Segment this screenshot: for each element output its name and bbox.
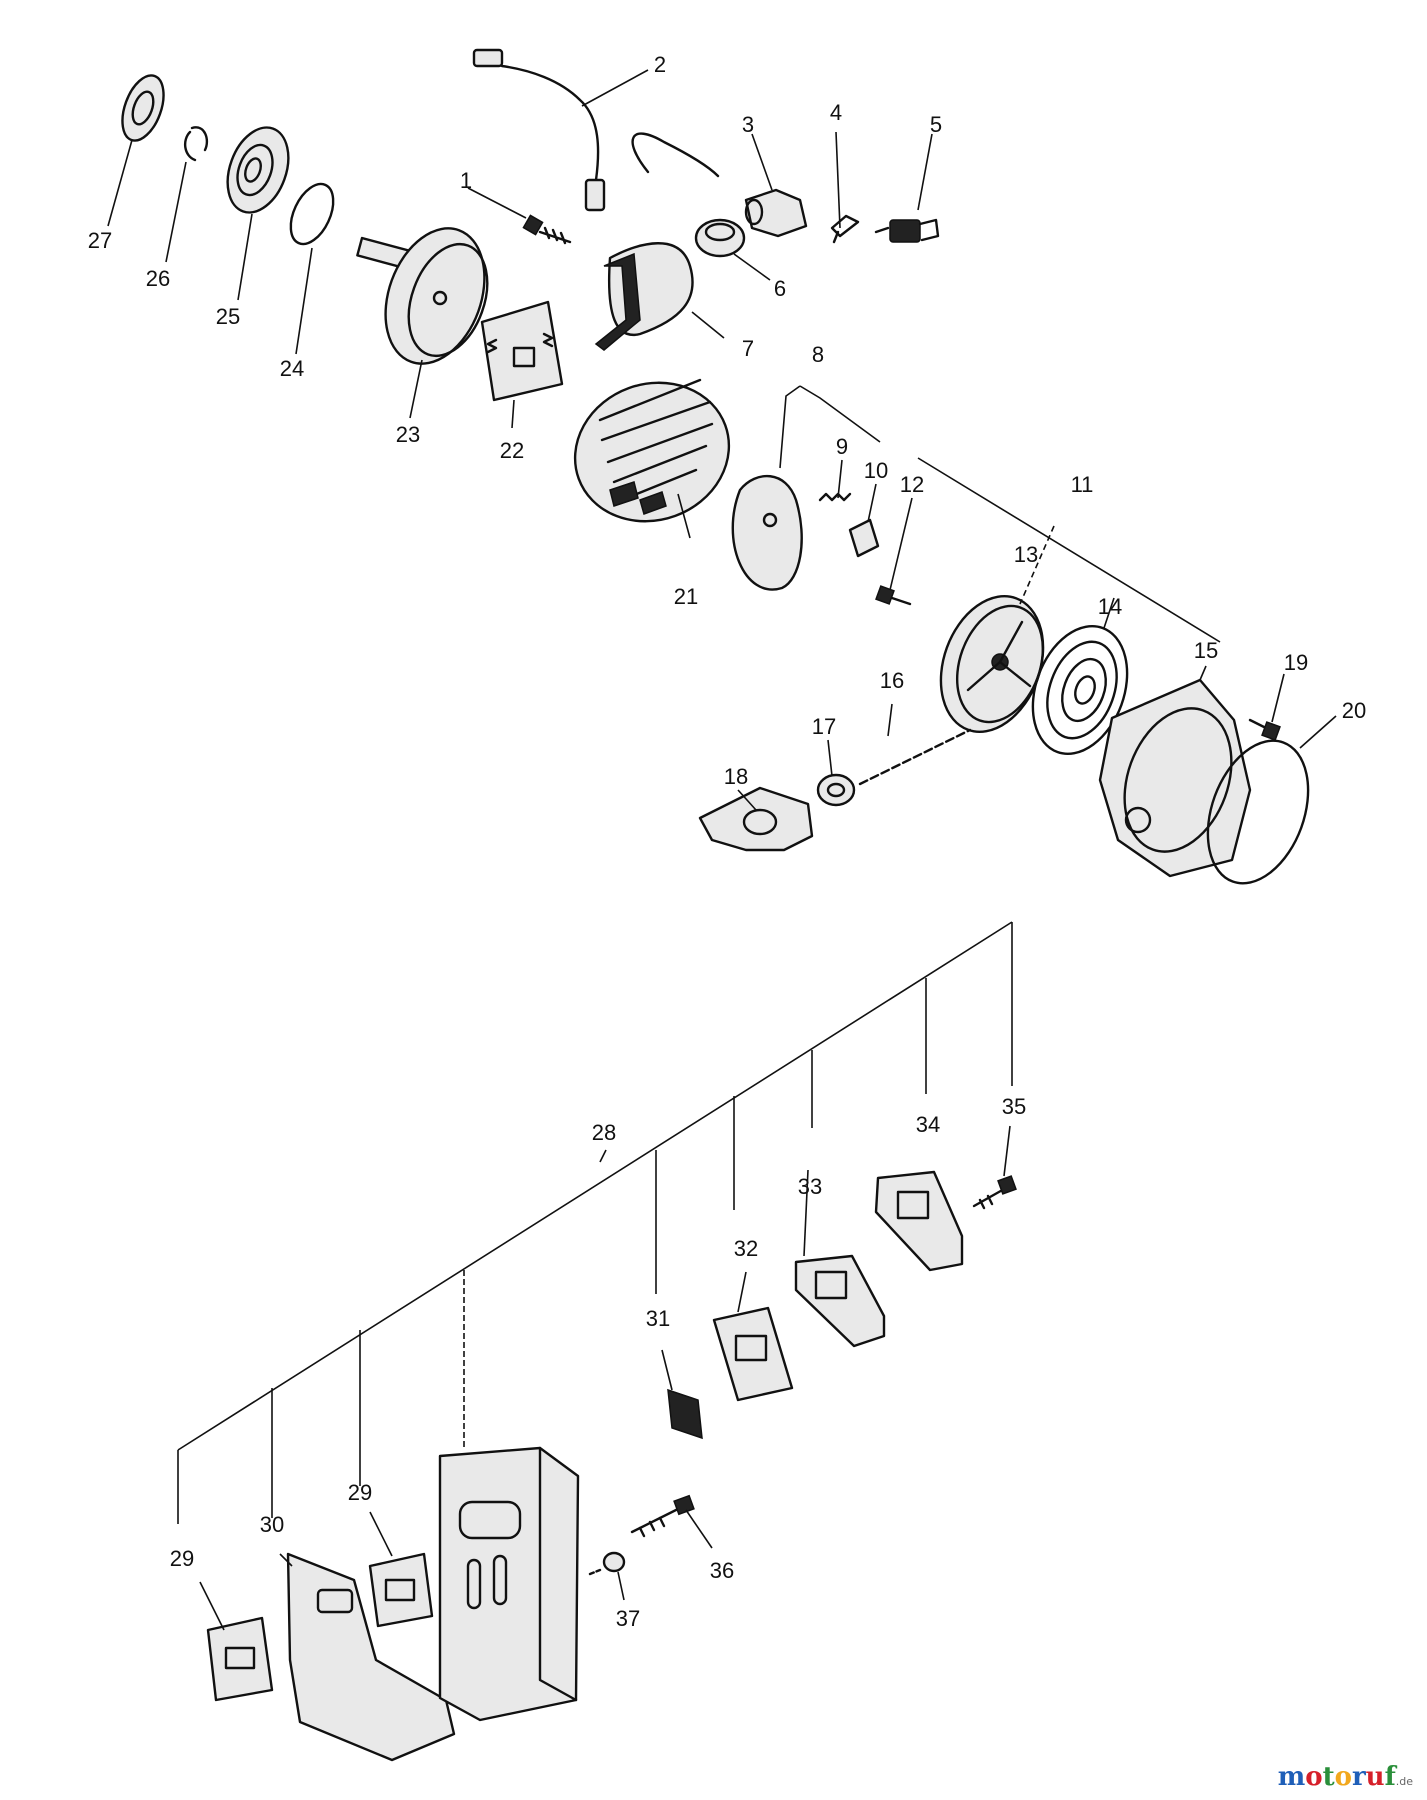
watermark-letter: o xyxy=(1334,1762,1352,1792)
motoruf-watermark-logo: motoruf.de xyxy=(1278,1762,1413,1792)
part-22-clutch-shoe xyxy=(480,300,564,402)
part-2-ignition-wire xyxy=(472,48,606,212)
part-15-starter-case xyxy=(1098,678,1252,878)
part-26-circlip xyxy=(183,126,209,162)
callout-24: 24 xyxy=(280,356,304,381)
callout-labels: 1 2 3 4 5 6 7 8 9 10 11 12 13 14 15 16 1… xyxy=(88,52,1366,1631)
callout-36: 36 xyxy=(710,1558,734,1583)
callout-22: 22 xyxy=(500,438,524,463)
part-8-pawl-carrier xyxy=(731,475,803,591)
callout-6: 6 xyxy=(774,276,786,301)
callout-21: 21 xyxy=(674,584,698,609)
part-3-plug-cap xyxy=(744,188,808,238)
watermark-letter: r xyxy=(1351,1762,1366,1792)
leader-lines xyxy=(107,69,1337,1631)
watermark-letter: t xyxy=(1322,1762,1335,1792)
callout-10: 10 xyxy=(864,458,888,483)
callout-17: 17 xyxy=(812,714,836,739)
callout-9: 9 xyxy=(836,434,848,459)
part-20-seal-ring xyxy=(1206,739,1310,885)
part-34-cover-plate xyxy=(874,1170,964,1272)
callout-33: 33 xyxy=(798,1174,822,1199)
callout-34: 34 xyxy=(916,1112,940,1137)
callout-19: 19 xyxy=(1284,650,1308,675)
callout-29-left: 29 xyxy=(170,1546,194,1571)
part-4-terminal xyxy=(830,214,860,244)
part-16-starter-rope xyxy=(858,728,972,786)
watermark-letter: m xyxy=(1277,1762,1306,1792)
callout-28: 28 xyxy=(592,1120,616,1145)
part-36-bolt xyxy=(630,1494,695,1538)
callout-13: 13 xyxy=(1014,542,1038,567)
callout-30: 30 xyxy=(260,1512,284,1537)
part-37-washer xyxy=(588,1551,626,1576)
callout-12: 12 xyxy=(900,472,924,497)
callout-16: 16 xyxy=(880,668,904,693)
callout-26: 26 xyxy=(146,266,170,291)
part-33-gasket-plate xyxy=(794,1254,886,1348)
watermark-letter: o xyxy=(1305,1762,1323,1792)
part-19-bolt xyxy=(1248,718,1281,741)
part-30-heat-shield xyxy=(286,1552,456,1762)
part-18-starter-handle xyxy=(698,786,814,852)
callout-1: 1 xyxy=(460,168,472,193)
part-17-bushing xyxy=(816,773,856,807)
part-13-starter-pulley xyxy=(939,595,1045,733)
part-27-oil-seal xyxy=(121,74,165,142)
callout-15: 15 xyxy=(1194,638,1218,663)
part-29-gasket-left xyxy=(206,1616,274,1702)
part-31-catalyst-plate xyxy=(667,1388,703,1440)
callout-35: 35 xyxy=(1002,1094,1026,1119)
callout-3: 3 xyxy=(742,112,754,137)
part-32-gasket xyxy=(712,1306,794,1402)
part-muffler-body xyxy=(438,1446,580,1722)
part-10-pawl xyxy=(848,518,880,558)
callout-29-middle: 29 xyxy=(348,1480,372,1505)
part-6-grommet xyxy=(694,218,746,258)
part-12-bolt xyxy=(875,585,912,606)
watermark-letter: u xyxy=(1365,1762,1385,1792)
callout-5: 5 xyxy=(930,112,942,137)
part-29-gasket-middle xyxy=(368,1552,434,1628)
part-5-spark-plug xyxy=(874,218,940,243)
watermark-domain: .de xyxy=(1395,1775,1413,1788)
callout-25: 25 xyxy=(216,304,240,329)
part-23-clutch-drum xyxy=(356,227,489,365)
callout-23: 23 xyxy=(396,422,420,447)
part-9-spring xyxy=(818,492,852,502)
callout-18: 18 xyxy=(724,764,748,789)
watermark-letter: f xyxy=(1384,1762,1396,1792)
callout-20: 20 xyxy=(1342,698,1366,723)
callout-32: 32 xyxy=(734,1236,758,1261)
part-25-bearing xyxy=(226,126,290,214)
callout-4: 4 xyxy=(830,100,842,125)
callout-31: 31 xyxy=(646,1306,670,1331)
callout-2: 2 xyxy=(654,52,666,77)
part-7-ignition-coil xyxy=(594,132,720,351)
part-1-bolt xyxy=(522,214,572,245)
callout-8: 8 xyxy=(812,342,824,367)
callout-7: 7 xyxy=(742,336,754,361)
callout-11: 11 xyxy=(1071,472,1094,497)
part-24-snap-ring xyxy=(289,182,335,246)
part-21-flywheel xyxy=(573,378,731,523)
part-35-bolt xyxy=(972,1175,1017,1210)
part-14-recoil-spring xyxy=(1031,624,1129,756)
callout-37: 37 xyxy=(616,1606,640,1631)
callout-27: 27 xyxy=(88,228,112,253)
callout-14: 14 xyxy=(1098,594,1122,619)
